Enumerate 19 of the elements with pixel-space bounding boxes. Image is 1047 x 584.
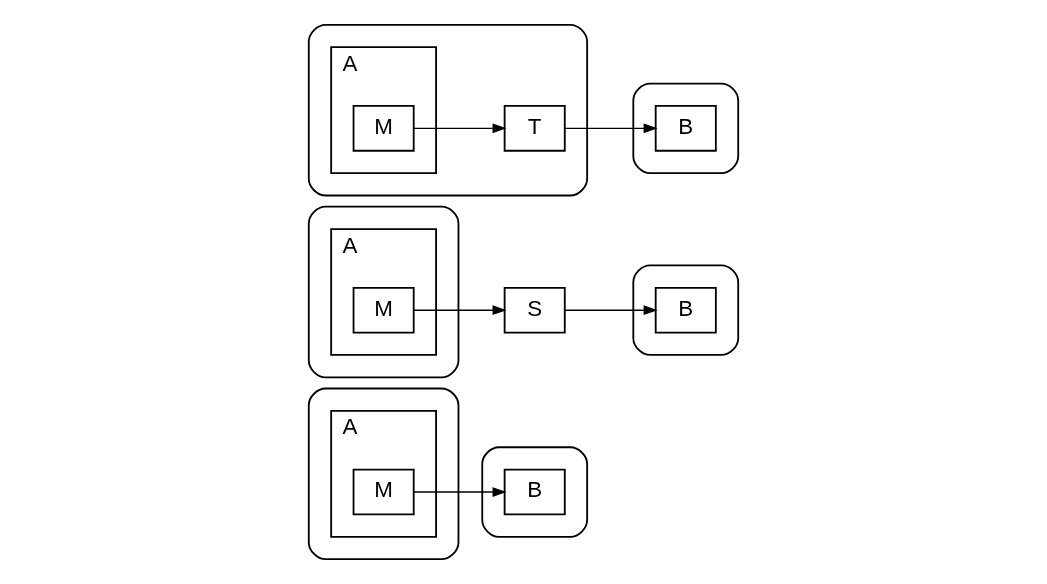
node-box: B bbox=[654, 286, 717, 334]
cluster bbox=[307, 23, 589, 197]
arrow bbox=[564, 305, 658, 316]
cluster bbox=[632, 264, 740, 356]
cluster bbox=[632, 82, 740, 174]
node-box: S bbox=[503, 286, 566, 334]
arrow bbox=[413, 305, 507, 316]
node-box: M bbox=[352, 286, 415, 334]
cluster bbox=[307, 387, 460, 561]
node-box: T bbox=[503, 105, 566, 152]
cluster bbox=[307, 205, 460, 379]
arrow bbox=[564, 123, 658, 134]
cluster bbox=[481, 446, 589, 538]
arrow bbox=[413, 123, 507, 134]
node-box: M bbox=[352, 105, 415, 152]
node-box: M bbox=[352, 468, 415, 516]
arrow bbox=[413, 487, 507, 497]
node-box: B bbox=[654, 105, 717, 152]
node-box: B bbox=[503, 468, 566, 516]
